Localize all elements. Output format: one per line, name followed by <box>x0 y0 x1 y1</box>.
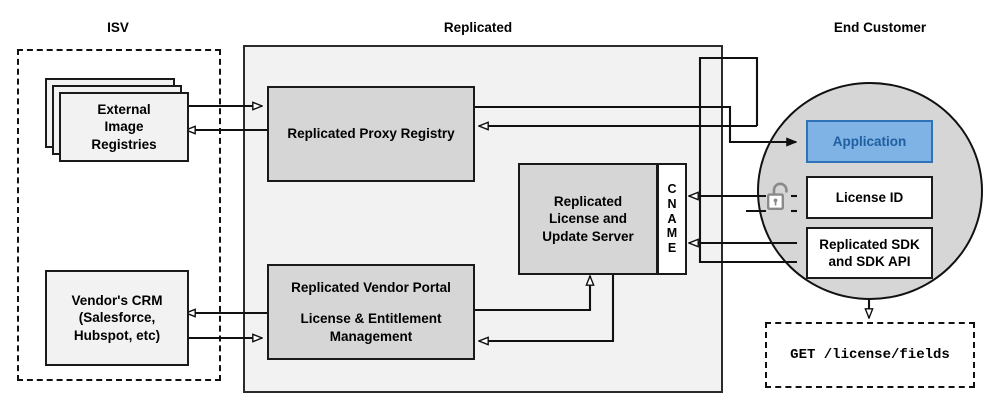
cname-letter-c: C <box>667 182 677 197</box>
node-replicated-license-update-server[interactable]: Replicated License and Update Server <box>518 163 658 275</box>
node-application[interactable]: Application <box>806 120 933 163</box>
cname-letter-n: N <box>667 196 677 211</box>
license-update-server-line-3: Update Server <box>542 228 634 244</box>
node-replicated-sdk[interactable]: Replicated SDK and SDK API <box>806 227 933 279</box>
cname-letter-m: M <box>666 226 678 241</box>
vendors-crm-line-2: (Salesforce, <box>78 310 156 326</box>
open-padlock-icon <box>764 180 794 213</box>
license-id-label: License ID <box>835 189 904 205</box>
node-license-fields-request[interactable]: GET /license/fields <box>765 322 975 388</box>
node-replicated-proxy-registry[interactable]: Replicated Proxy Registry <box>267 86 475 182</box>
license-fields-request-text: GET /license/fields <box>790 347 950 363</box>
external-image-registries-line-2: Image <box>104 119 144 135</box>
node-license-id[interactable]: License ID <box>806 176 933 219</box>
external-image-registries-line-3: Registries <box>91 136 157 152</box>
replicated-proxy-registry-label: Replicated Proxy Registry <box>287 126 455 142</box>
vendors-crm-line-1: Vendor's CRM <box>71 293 163 309</box>
replicated-sdk-line-1: Replicated SDK <box>819 236 920 252</box>
vendor-portal-line-2: License & Entitlement <box>300 311 442 327</box>
zone-title-isv: ISV <box>107 20 129 35</box>
zone-isv-boundary <box>17 49 221 381</box>
node-cname-badge[interactable]: C N A M E <box>657 163 687 275</box>
node-external-image-registries[interactable]: External Image Registries <box>59 92 189 162</box>
license-update-server-line-2: License and <box>548 211 628 227</box>
application-label: Application <box>832 133 907 149</box>
cname-letter-e: E <box>667 241 677 256</box>
license-update-server-line-1: Replicated <box>553 194 623 210</box>
node-vendors-crm[interactable]: Vendor's CRM (Salesforce, Hubspot, etc) <box>45 270 189 366</box>
vendor-portal-title: Replicated Vendor Portal <box>291 280 451 296</box>
external-image-registries-line-1: External <box>97 102 151 118</box>
cname-letter-a: A <box>667 211 677 226</box>
node-replicated-vendor-portal[interactable]: Replicated Vendor Portal License & Entit… <box>267 264 475 360</box>
zone-title-end-customer: End Customer <box>833 20 927 35</box>
zone-title-replicated: Replicated <box>443 20 513 35</box>
replicated-sdk-line-2: and SDK API <box>828 254 911 269</box>
vendor-portal-line-3: Management <box>329 328 413 344</box>
vendors-crm-line-3: Hubspot, etc) <box>73 327 161 343</box>
